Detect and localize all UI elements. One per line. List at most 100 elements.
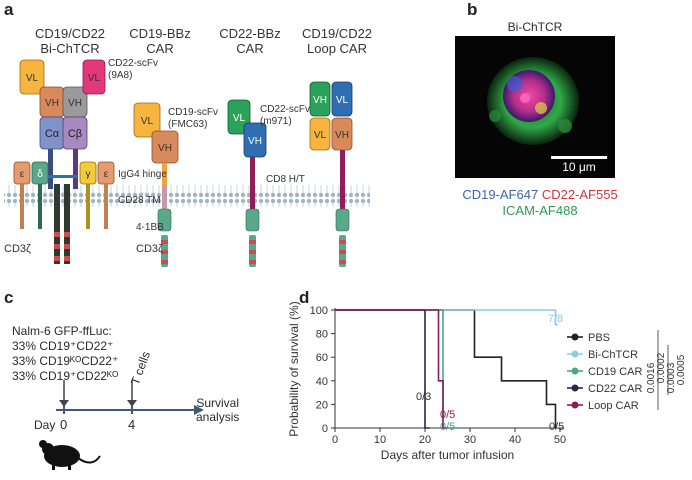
tcr-beta-stalk (73, 149, 78, 189)
experiment-design-text: Nalm-6 GFP-ffLuc: 33% CD19⁺CD22⁺ 33% CD1… (12, 324, 119, 383)
count-annotation: 0/5 (549, 421, 564, 433)
loopcar-vl-orange (309, 117, 331, 151)
svg-text:VH: VH (45, 98, 59, 109)
svg-text:VH: VH (335, 130, 349, 141)
count-annotation: 0/5 (440, 409, 455, 421)
x-tick-label: 0 (332, 434, 338, 446)
cd19car-vl (133, 102, 161, 138)
svg-text:4-1BB: 4-1BB (136, 222, 164, 233)
survival-curve (335, 309, 557, 428)
stain-cd19: CD19-AF647 (462, 187, 539, 202)
svg-text:VL: VL (88, 73, 101, 84)
svg-text:δ: δ (37, 169, 43, 180)
survival-curve (335, 309, 448, 429)
loopcar-vh-green (309, 81, 331, 117)
loopcar-hinge (340, 150, 345, 211)
x-tick-label: 10 (374, 434, 386, 446)
svg-text:CD22-scFv: CD22-scFv (260, 104, 310, 115)
y-tick-label: 80 (316, 329, 328, 341)
x-tick-label: 30 (464, 434, 476, 446)
svg-text:VL: VL (233, 113, 246, 124)
p-value: 0.0016 (646, 362, 657, 393)
loopcar-vl-blue (331, 81, 353, 117)
stain-cd22: CD22-AF555 (541, 187, 618, 202)
p-value: 0.0003 (666, 362, 677, 393)
day0-label: 0 (60, 417, 68, 432)
legend-marker (571, 367, 579, 375)
svg-text:Cβ: Cβ (68, 128, 82, 140)
svg-text:VH: VH (158, 143, 172, 154)
legend-label: CD22 CAR (588, 383, 642, 395)
survival-curve (335, 309, 558, 326)
legend-marker (571, 350, 579, 358)
construct-title-loopcar: CD19/CD22 Loop CAR (301, 26, 373, 56)
svg-text:VL: VL (141, 116, 154, 127)
svg-text:γ: γ (86, 169, 91, 180)
legend-marker (571, 384, 579, 392)
y-axis-label: Probability of survival (%) (287, 301, 301, 436)
svg-text:VH: VH (248, 136, 262, 147)
count-annotation: 0/5 (440, 421, 455, 433)
svg-text:CD22-scFv: CD22-scFv (108, 58, 158, 69)
svg-text:VH: VH (68, 98, 82, 109)
bichtcr-vl-cd22 (82, 59, 106, 95)
stain-legend: CD19-AF647 CD22-AF555 (420, 187, 660, 202)
count-annotation: 0/3 (416, 391, 431, 403)
svg-text:CD8 H/T: CD8 H/T (266, 174, 305, 185)
x-tick-label: 40 (509, 434, 521, 446)
tcr-alpha-stalk (48, 149, 53, 189)
count-annotation: 7/8 (548, 313, 563, 325)
y-tick-label: 0 (322, 423, 328, 435)
legend-marker (571, 333, 579, 341)
microscopy-title: Bi-ChTCR (507, 20, 563, 34)
cd3-zeta-chain-1 (54, 184, 60, 264)
bichtcr-vl-cd19 (19, 59, 45, 95)
svg-text:CD3ζ: CD3ζ (136, 243, 163, 255)
svg-text:ε: ε (104, 169, 109, 180)
panel-label-d: d (299, 288, 310, 307)
panel-label-a: a (4, 0, 14, 19)
svg-text:VH: VH (313, 95, 327, 106)
microscopy-cell (487, 57, 607, 159)
y-tick-label: 20 (316, 399, 328, 411)
endpoint-label: Survival analysis (196, 396, 240, 424)
survival-curve (335, 309, 430, 429)
legend-label: PBS (588, 332, 610, 344)
svg-text:VL: VL (314, 130, 327, 141)
panel-label-b: b (467, 0, 478, 19)
cd22car-hinge (250, 157, 255, 211)
svg-text:(FMC63): (FMC63) (168, 119, 207, 130)
x-tick-label: 50 (554, 434, 566, 446)
legend-label: CD19 CAR (588, 366, 642, 378)
experiment-timeline (39, 380, 204, 470)
survival-curve (335, 309, 448, 429)
svg-text:(9A8): (9A8) (108, 70, 132, 81)
construct-title-cd19car: CD19-BBz CAR (129, 26, 191, 56)
cd3z-label-left: CD3ζ (4, 243, 31, 255)
svg-text:(m971): (m971) (260, 116, 292, 127)
svg-text:VL: VL (336, 95, 349, 106)
x-axis-label: Days after tumor infusion (381, 448, 514, 462)
svg-text:ε: ε (20, 169, 25, 180)
stain-icam: ICAM-AF488 (502, 203, 578, 218)
legend-marker (571, 401, 579, 409)
panel-label-c: c (4, 288, 14, 307)
construct-title-cd22car: CD22-BBz CAR (219, 26, 281, 56)
y-tick-label: 40 (316, 376, 328, 388)
legend-label: Loop CAR (588, 400, 639, 412)
day4-label: 4 (128, 417, 136, 432)
svg-text:IgG4 hinge: IgG4 hinge (118, 169, 167, 180)
legend-label: Bi-ChTCR (588, 349, 638, 361)
cell-membrane (4, 185, 370, 207)
svg-text:CD28 TM: CD28 TM (118, 195, 161, 206)
x-tick-label: 20 (419, 434, 431, 446)
cd3-zeta-chain-2 (64, 184, 70, 264)
cd19car-41bb (157, 208, 172, 232)
scale-bar-label: 10 μm (562, 160, 596, 174)
day-label: Day (34, 418, 56, 432)
microscopy-image: 10 μm (455, 36, 615, 178)
y-tick-label: 60 (316, 352, 328, 364)
construct-title-bichtcr: CD19/CD22 Bi-ChTCR (34, 26, 106, 56)
scale-bar (551, 156, 607, 159)
